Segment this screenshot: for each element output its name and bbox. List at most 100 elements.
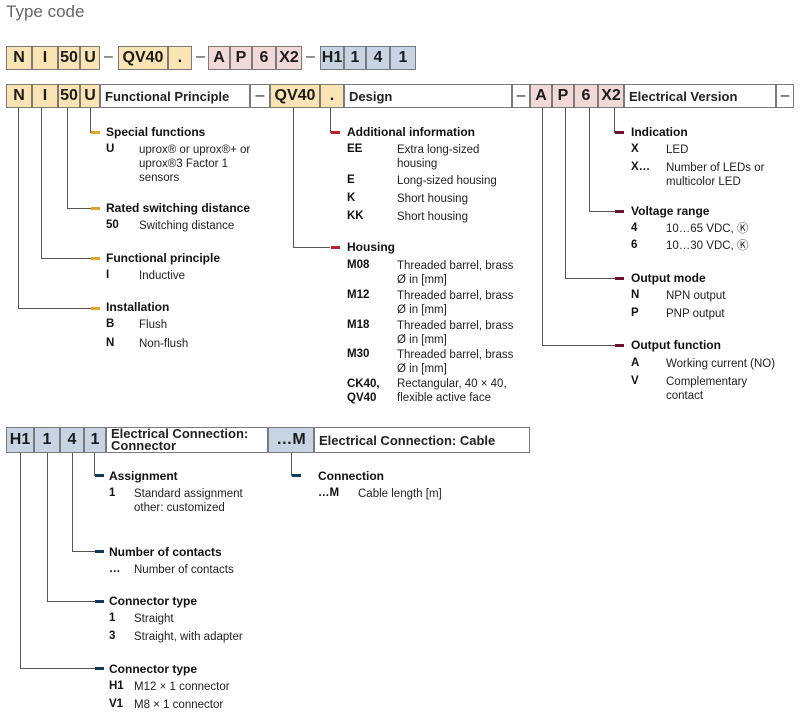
entry-desc: Straight, with adapter bbox=[134, 631, 243, 643]
entry-code: E bbox=[347, 174, 355, 186]
header-cell-i: I bbox=[32, 84, 58, 108]
entry-desc: Non-flush bbox=[139, 338, 189, 350]
marker bbox=[95, 474, 104, 477]
header-cell-6: 6 bbox=[574, 84, 598, 108]
connector-line bbox=[41, 258, 91, 259]
entry-desc: Long-sized housing bbox=[397, 175, 497, 187]
connector-line bbox=[47, 453, 48, 602]
code-cell-p: P bbox=[230, 46, 252, 70]
marker bbox=[615, 344, 624, 347]
section-title: Number of contacts bbox=[109, 545, 222, 559]
entry-code: V1 bbox=[109, 698, 124, 710]
connector-line bbox=[90, 108, 91, 133]
connector-line bbox=[47, 601, 95, 602]
marker bbox=[331, 246, 340, 249]
entry-code: X… bbox=[631, 161, 651, 173]
entry-desc: Threaded barrel, brass Ø in [mm] bbox=[397, 290, 514, 316]
section-title: Indication bbox=[631, 125, 688, 139]
entry-code: I bbox=[106, 269, 110, 281]
entry-desc: Flush bbox=[139, 319, 168, 331]
section-title: Connection bbox=[318, 469, 384, 483]
entry-code: N bbox=[631, 289, 640, 301]
page-title: Type code bbox=[6, 2, 85, 21]
entry-desc: Short housing bbox=[397, 193, 468, 205]
section-title: Additional information bbox=[347, 125, 475, 139]
entry-desc: M12 × 1 connector bbox=[134, 681, 230, 693]
electrical-version-header: Electrical Version bbox=[624, 84, 776, 108]
marker bbox=[615, 277, 624, 280]
header-dash: – bbox=[512, 84, 530, 108]
code-cell-4: 4 bbox=[366, 46, 390, 70]
code-dash: – bbox=[306, 48, 315, 65]
header-cell-qv40: QV40 bbox=[270, 84, 320, 108]
entry-desc: Straight bbox=[134, 613, 174, 625]
section-title: Installation bbox=[106, 300, 170, 314]
entry-desc: Short housing bbox=[397, 211, 468, 223]
marker bbox=[95, 550, 104, 553]
code-cell-1b: 1 bbox=[390, 46, 416, 70]
code-cell-qv40: QV40 bbox=[118, 46, 168, 70]
entry-desc: Standard assignment other: customized bbox=[134, 488, 243, 514]
entry-code: 1 bbox=[109, 612, 116, 624]
entry-code: M12 bbox=[347, 289, 370, 301]
entry-desc: PNP output bbox=[666, 308, 725, 320]
section-title: Housing bbox=[347, 240, 395, 254]
entry-code: KK bbox=[347, 210, 364, 222]
entry-code: M30 bbox=[347, 348, 370, 360]
entry-desc: Switching distance bbox=[139, 220, 235, 232]
conn-cell-1: 1 bbox=[34, 427, 60, 453]
section-title: Connector type bbox=[109, 662, 198, 676]
marker bbox=[615, 210, 624, 213]
entry-code: N bbox=[106, 337, 115, 349]
entry-code: K bbox=[347, 192, 356, 204]
marker bbox=[331, 131, 340, 134]
code-cell-a: A bbox=[208, 46, 230, 70]
marker bbox=[615, 131, 624, 134]
entry-desc: Rectangular, 40 × 40, flexible active fa… bbox=[397, 378, 507, 404]
marker bbox=[95, 600, 104, 603]
connector-line bbox=[18, 308, 91, 309]
code-cell-dot: . bbox=[168, 46, 192, 70]
cable-code-cell: …M bbox=[268, 427, 314, 453]
header-cell-dot: . bbox=[320, 84, 344, 108]
connector-line bbox=[542, 345, 615, 346]
entry-desc: 10…30 VDC, Ⓚ bbox=[666, 240, 749, 252]
section-title: Voltage range bbox=[631, 204, 710, 218]
cable-header: Electrical Connection: Cable bbox=[314, 427, 530, 453]
entry-desc: Threaded barrel, brass Ø in [mm] bbox=[397, 260, 514, 286]
section-title: Output mode bbox=[631, 271, 706, 285]
connector-line bbox=[94, 453, 95, 476]
entry-code: X bbox=[631, 143, 639, 155]
entry-code: 1 bbox=[109, 487, 116, 499]
section-title: Connector type bbox=[109, 594, 198, 608]
code-cell-n: N bbox=[6, 46, 32, 70]
entry-code: EE bbox=[347, 143, 363, 155]
entry-code: 6 bbox=[631, 239, 638, 251]
connector-line bbox=[291, 453, 292, 476]
header-cell-n: N bbox=[6, 84, 32, 108]
entry-desc: Working current (NO) bbox=[666, 358, 776, 370]
section-title: Functional principle bbox=[106, 251, 221, 265]
connector-line bbox=[20, 668, 95, 669]
connector-line bbox=[20, 453, 21, 669]
marker bbox=[91, 307, 100, 310]
header-cell-u: U bbox=[80, 84, 100, 108]
functional-principle-header: Functional Principle bbox=[100, 84, 250, 108]
entry-desc: Cable length [m] bbox=[358, 488, 442, 500]
entry-code: A bbox=[631, 357, 640, 369]
entry-code: V bbox=[631, 375, 639, 387]
entry-code: …M bbox=[318, 487, 340, 499]
connector-line bbox=[293, 108, 294, 248]
connector-line bbox=[72, 453, 73, 552]
marker bbox=[95, 667, 104, 670]
connector-line bbox=[67, 208, 91, 209]
entry-desc: Threaded barrel, brass Ø in [mm] bbox=[397, 320, 514, 346]
connector-line bbox=[589, 211, 615, 212]
marker bbox=[292, 474, 301, 477]
header-dash: – bbox=[776, 84, 794, 108]
entry-code: M18 bbox=[347, 319, 370, 331]
connector-line bbox=[41, 108, 42, 259]
entry-desc: M8 × 1 connector bbox=[134, 699, 224, 711]
connector-line bbox=[589, 108, 590, 212]
connector-line bbox=[614, 108, 615, 133]
